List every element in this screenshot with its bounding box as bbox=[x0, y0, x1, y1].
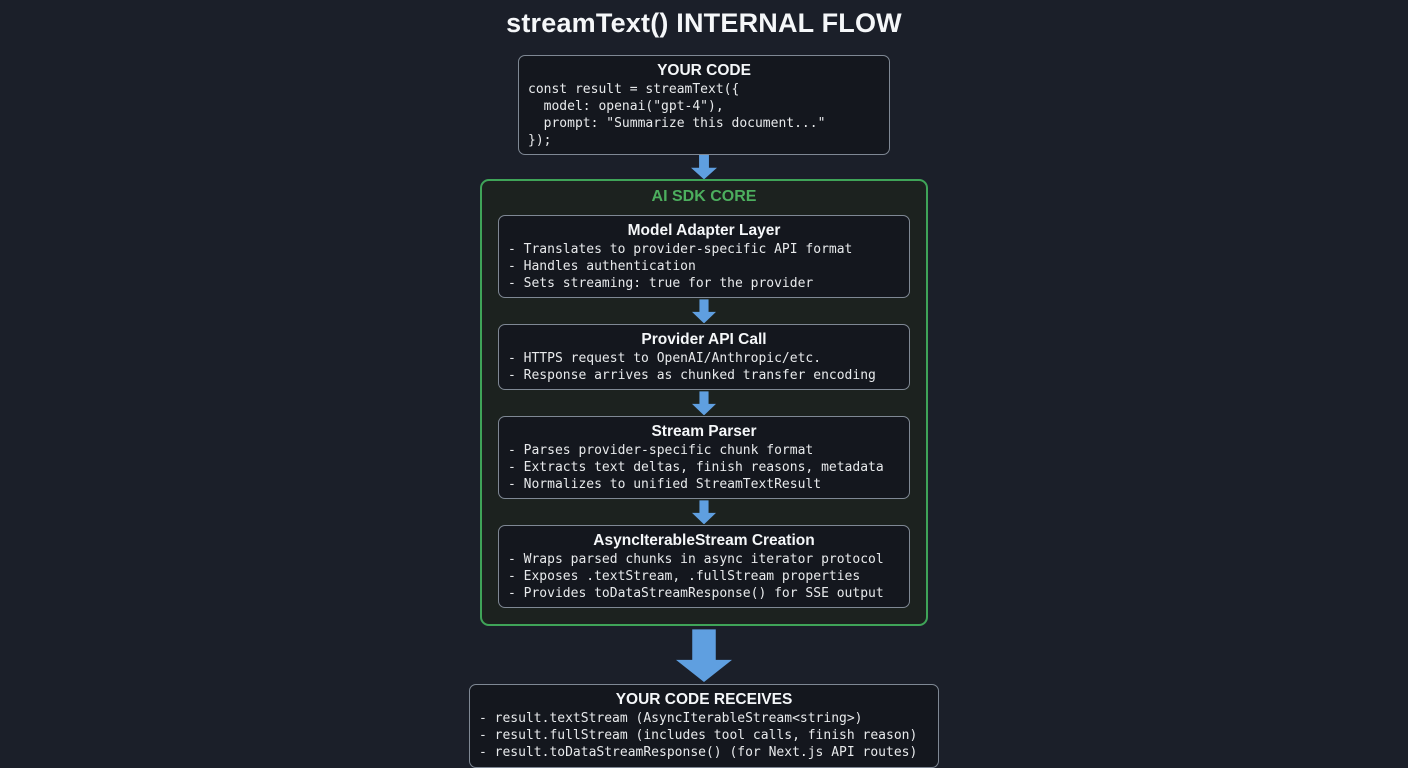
stage-bullet: - HTTPS request to OpenAI/Anthropic/etc. bbox=[508, 351, 822, 367]
stage-bullet: - Extracts text deltas, finish reasons, … bbox=[508, 460, 884, 476]
code-line: }); bbox=[528, 133, 552, 148]
stage-bullet: - Exposes .textStream, .fullStream prope… bbox=[508, 569, 861, 585]
stage-bullet: - Response arrives as chunked transfer e… bbox=[508, 368, 876, 384]
stage-bullet: - Sets streaming: true for the provider bbox=[508, 276, 814, 292]
stage-title: Stream Parser bbox=[651, 423, 757, 441]
your-code-box: YOUR CODE const result = streamText({ mo… bbox=[518, 55, 890, 155]
stage-bullet: - Translates to provider-specific API fo… bbox=[508, 242, 853, 258]
flow-arrow-down-icon bbox=[692, 500, 716, 525]
ai-sdk-core-container: AI SDK CORE Model Adapter Layer - Transl… bbox=[480, 179, 928, 627]
your-code-box-title: YOUR CODE bbox=[657, 62, 751, 79]
stage-box-asynciterablestream-creation: AsyncIterableStream Creation - Wraps par… bbox=[498, 525, 910, 609]
stage-box-model-adapter-layer: Model Adapter Layer - Translates to prov… bbox=[498, 215, 910, 299]
stage-box-provider-api-call: Provider API Call - HTTPS request to Ope… bbox=[498, 324, 910, 391]
flow-arrow-down-big-icon bbox=[676, 629, 732, 682]
receives-bullet: - result.textStream (AsyncIterableStream… bbox=[479, 711, 863, 726]
stage-bullet: - Provides toDataStreamResponse() for SS… bbox=[508, 586, 884, 602]
ai-sdk-core-title: AI SDK CORE bbox=[651, 188, 757, 206]
stage-title: AsyncIterableStream Creation bbox=[593, 532, 815, 550]
stage-bullet: - Parses provider-specific chunk format bbox=[508, 443, 814, 459]
your-code-receives-box: YOUR CODE RECEIVES - result.textStream (… bbox=[469, 684, 939, 768]
stage-box-stream-parser: Stream Parser - Parses provider-specific… bbox=[498, 416, 910, 500]
code-line: const result = streamText({ bbox=[528, 82, 740, 97]
flow-arrow-down-icon bbox=[692, 299, 716, 324]
stage-bullet: - Wraps parsed chunks in async iterator … bbox=[508, 552, 884, 568]
stage-bullet: - Normalizes to unified StreamTextResult bbox=[508, 477, 822, 493]
flow-arrow-down-icon bbox=[691, 155, 717, 180]
code-line: model: openai("gpt-4"), bbox=[528, 99, 724, 114]
stage-title: Provider API Call bbox=[641, 331, 767, 349]
flow-arrow-down-icon bbox=[692, 391, 716, 416]
receives-bullet: - result.toDataStreamResponse() (for Nex… bbox=[479, 745, 918, 760]
stage-bullet: - Handles authentication bbox=[508, 259, 696, 275]
stage-title: Model Adapter Layer bbox=[627, 222, 781, 240]
receives-bullet: - result.fullStream (includes tool calls… bbox=[479, 728, 918, 743]
code-line: prompt: "Summarize this document..." bbox=[528, 116, 826, 131]
page-title: streamText() INTERNAL FLOW bbox=[506, 8, 902, 38]
receives-box-title: YOUR CODE RECEIVES bbox=[615, 691, 793, 708]
